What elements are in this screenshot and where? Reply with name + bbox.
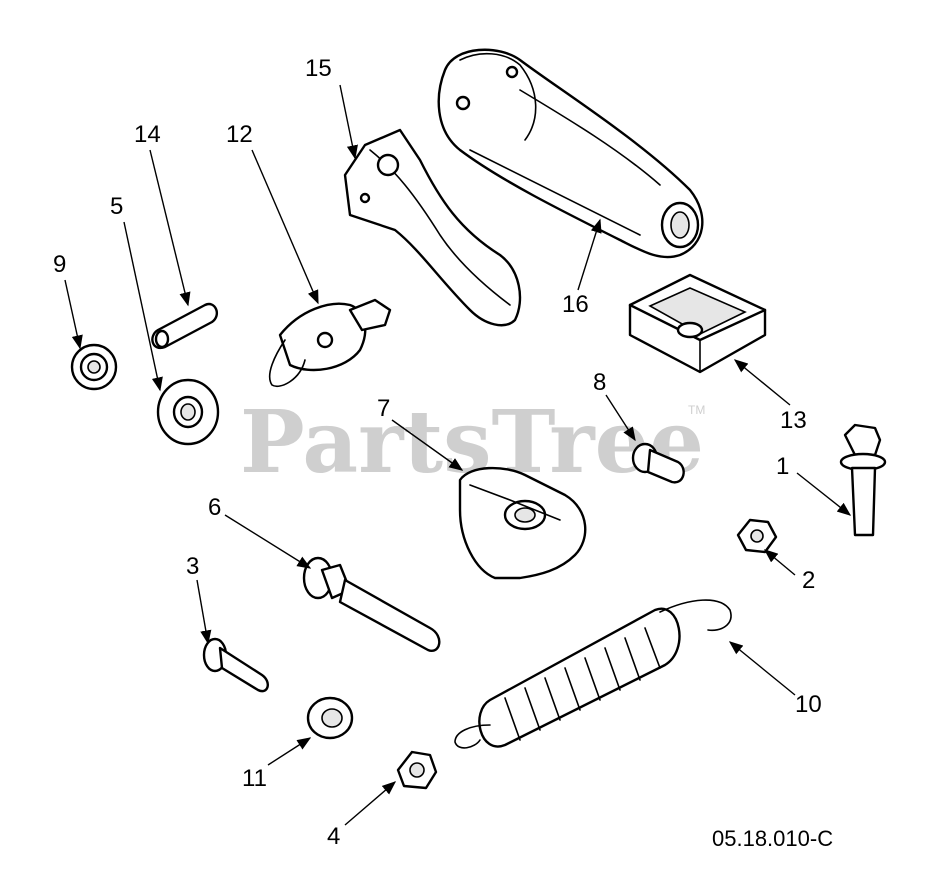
diagram-code: 05.18.010-C <box>712 826 833 851</box>
callout-12: 12 <box>226 121 253 148</box>
callout-8: 8 <box>593 369 606 396</box>
part-4-flange-nut <box>396 750 438 790</box>
part-14-roll-pin <box>151 302 219 350</box>
callout-10: 10 <box>795 691 822 718</box>
callout-4: 4 <box>327 823 340 850</box>
part-8-shoulder-bolt <box>631 442 685 484</box>
callout-3: 3 <box>186 553 199 580</box>
part-16-handle-grip <box>437 48 704 259</box>
watermark-trademark: TM <box>688 403 705 417</box>
callout-13: 13 <box>780 407 807 434</box>
part-2-hex-nut <box>736 518 778 554</box>
part-3-short-bolt <box>202 637 269 693</box>
part-15-lever <box>343 128 522 327</box>
part-9-flange-nut <box>70 343 118 391</box>
callout-5: 5 <box>110 193 123 220</box>
part-10-extension-spring <box>454 599 732 749</box>
part-1-flange-bolt <box>839 423 887 537</box>
callout-1: 1 <box>776 453 789 480</box>
callout-16: 16 <box>562 291 589 318</box>
part-7-pivot-bracket <box>458 466 587 580</box>
part-11-bushing <box>306 696 354 740</box>
callout-15: 15 <box>305 55 332 82</box>
part-6-long-bolt <box>302 556 441 652</box>
part-12-latch-bracket <box>268 298 392 387</box>
callout-7: 7 <box>377 395 390 422</box>
part-13-square-cap <box>628 273 767 374</box>
callout-2: 2 <box>802 567 815 594</box>
part-5-spacer-washer <box>156 378 220 446</box>
callout-11: 11 <box>242 765 267 792</box>
callout-9: 9 <box>53 251 66 278</box>
callout-6: 6 <box>208 494 221 521</box>
callout-14: 14 <box>134 121 161 148</box>
